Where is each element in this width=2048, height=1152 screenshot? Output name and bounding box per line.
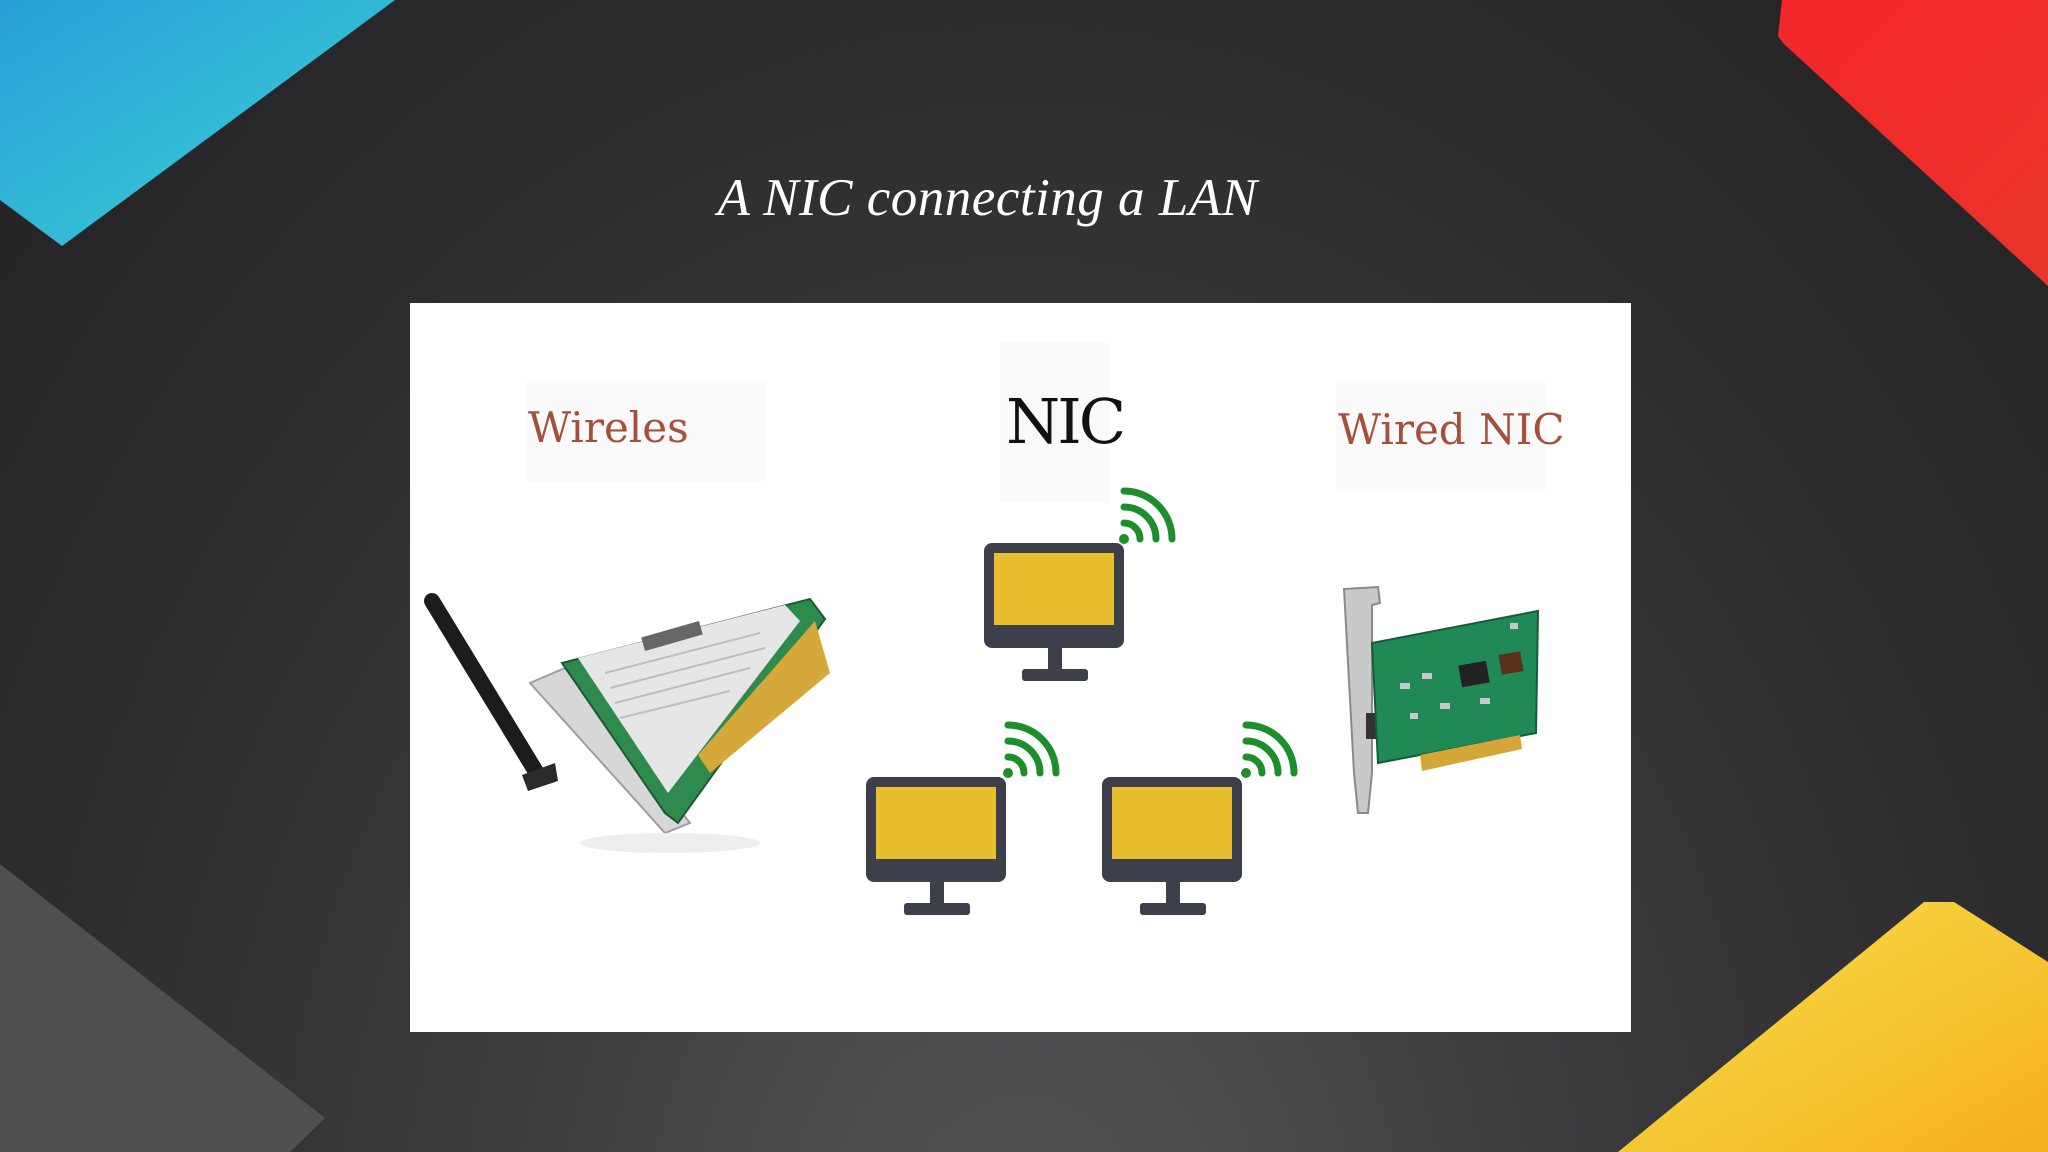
monitor-icon-top <box>984 543 1124 681</box>
corner-decoration-bottom-right <box>1618 902 2048 1152</box>
corner-decoration-top-left <box>0 0 395 246</box>
label-nic: NIC <box>1000 343 1126 503</box>
corner-decoration-bottom-left <box>0 864 325 1152</box>
monitor-icon-right <box>1102 777 1242 915</box>
wifi-signal-icon-right <box>1241 721 1298 778</box>
label-wired-nic: Wired NIC <box>1336 381 1565 491</box>
wifi-signal-icon-left <box>1003 721 1060 778</box>
monitor-icon-left <box>866 777 1006 915</box>
corner-decoration-top-right <box>1778 0 2048 286</box>
figure-graphics <box>424 487 1540 915</box>
wifi-signal-icon-top <box>1119 487 1176 544</box>
nic-lan-figure: Wireles NIC Wired NIC <box>410 303 1631 1032</box>
slide-title: A NIC connecting a LAN <box>717 169 1258 227</box>
label-wireless-nic: Wireles <box>526 381 766 481</box>
wired-nic-card <box>1342 585 1540 814</box>
wireless-nic-card <box>424 593 830 853</box>
